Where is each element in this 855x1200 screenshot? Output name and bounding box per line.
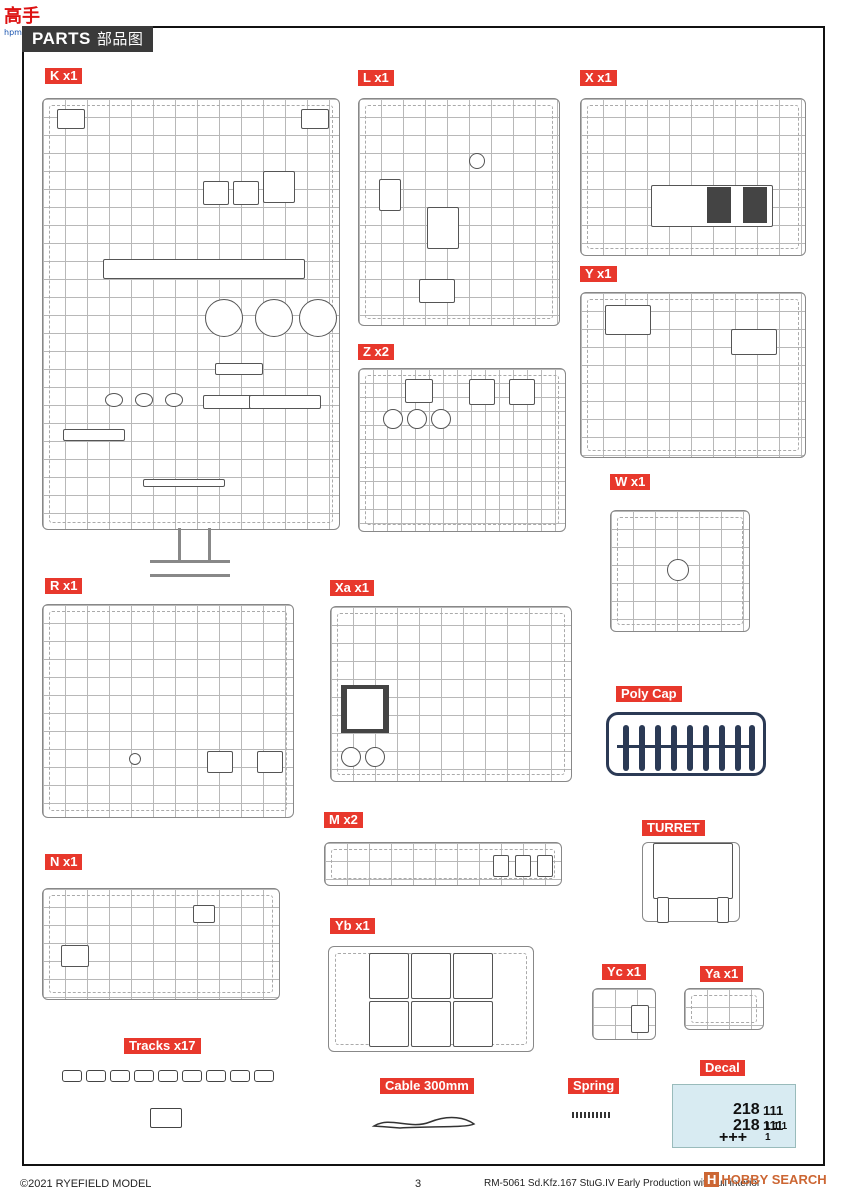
decal-number-3: 218 — [733, 1117, 760, 1134]
sprue-l — [358, 98, 560, 326]
sprue-z — [358, 368, 566, 532]
sprue-r — [42, 604, 294, 818]
watermark-text: 高手 — [4, 6, 40, 27]
sprue-label-y: Y x1 — [580, 266, 617, 282]
decal-crosses: +++ — [719, 1129, 748, 1146]
brand-mark: H — [704, 1172, 720, 1187]
spring-drawing — [572, 1112, 612, 1118]
parts-header: PARTS 部品图 — [22, 26, 154, 52]
sprue-label-yb: Yb x1 — [330, 918, 375, 934]
track-link-detail — [150, 1108, 182, 1128]
decal-number-1: 218 — [733, 1101, 760, 1118]
sprue-x — [580, 98, 806, 256]
footer-copyright: ©2021 RYEFIELD MODEL — [20, 1178, 152, 1190]
sprue-yb — [328, 946, 534, 1052]
sprue-label-x: X x1 — [580, 70, 617, 86]
part-turret — [642, 842, 740, 923]
sprue-label-z: Z x2 — [358, 344, 395, 360]
sprue-xa — [330, 606, 572, 782]
sprue-n — [42, 888, 280, 1000]
sprue-label-polycap: Poly Cap — [616, 686, 682, 702]
sprue-label-k: K x1 — [45, 68, 83, 84]
parts-title-cn: 部品图 — [96, 30, 144, 48]
sprue-w — [610, 510, 750, 632]
decal-sheet: 218 111 111 218 1 1 1 1 +++ — [672, 1084, 796, 1148]
sprue-k — [42, 98, 340, 530]
cable-drawing — [371, 1116, 476, 1129]
part-label-decal: Decal — [700, 1060, 745, 1076]
footer-product: RM-5061 Sd.Kfz.167 StuG.IV Early Product… — [484, 1178, 761, 1189]
sprue-ya — [684, 988, 764, 1030]
page-frame — [22, 26, 825, 1166]
part-label-turret: TURRET — [642, 820, 705, 836]
sprue-label-ya: Ya x1 — [700, 966, 744, 982]
sprue-label-xa: Xa x1 — [330, 580, 374, 596]
sprue-label-r: R x1 — [45, 578, 83, 594]
sprue-label-n: N x1 — [45, 854, 83, 870]
sprue-label-yc: Yc x1 — [602, 964, 646, 980]
part-label-cable: Cable 300mm — [380, 1078, 474, 1094]
part-label-tracks: Tracks x17 — [124, 1038, 201, 1054]
sprue-y — [580, 292, 806, 458]
sprue-polycap — [606, 712, 766, 776]
decal-number-2: 111 111 — [763, 1103, 784, 1133]
sprue-label-m: M x2 — [324, 812, 363, 828]
sprue-label-w: W x1 — [610, 474, 651, 490]
sprue-yc — [592, 988, 656, 1040]
sprue-m — [324, 842, 562, 886]
footer-page-number: 3 — [415, 1178, 422, 1190]
brand-text: HOBBY SEARCH — [721, 1172, 827, 1187]
parts-title: PARTS — [32, 29, 91, 48]
decal-number-4: 1 1 1 1 — [765, 1121, 788, 1143]
sprue-label-l: L x1 — [358, 70, 394, 86]
part-label-spring: Spring — [568, 1078, 620, 1094]
